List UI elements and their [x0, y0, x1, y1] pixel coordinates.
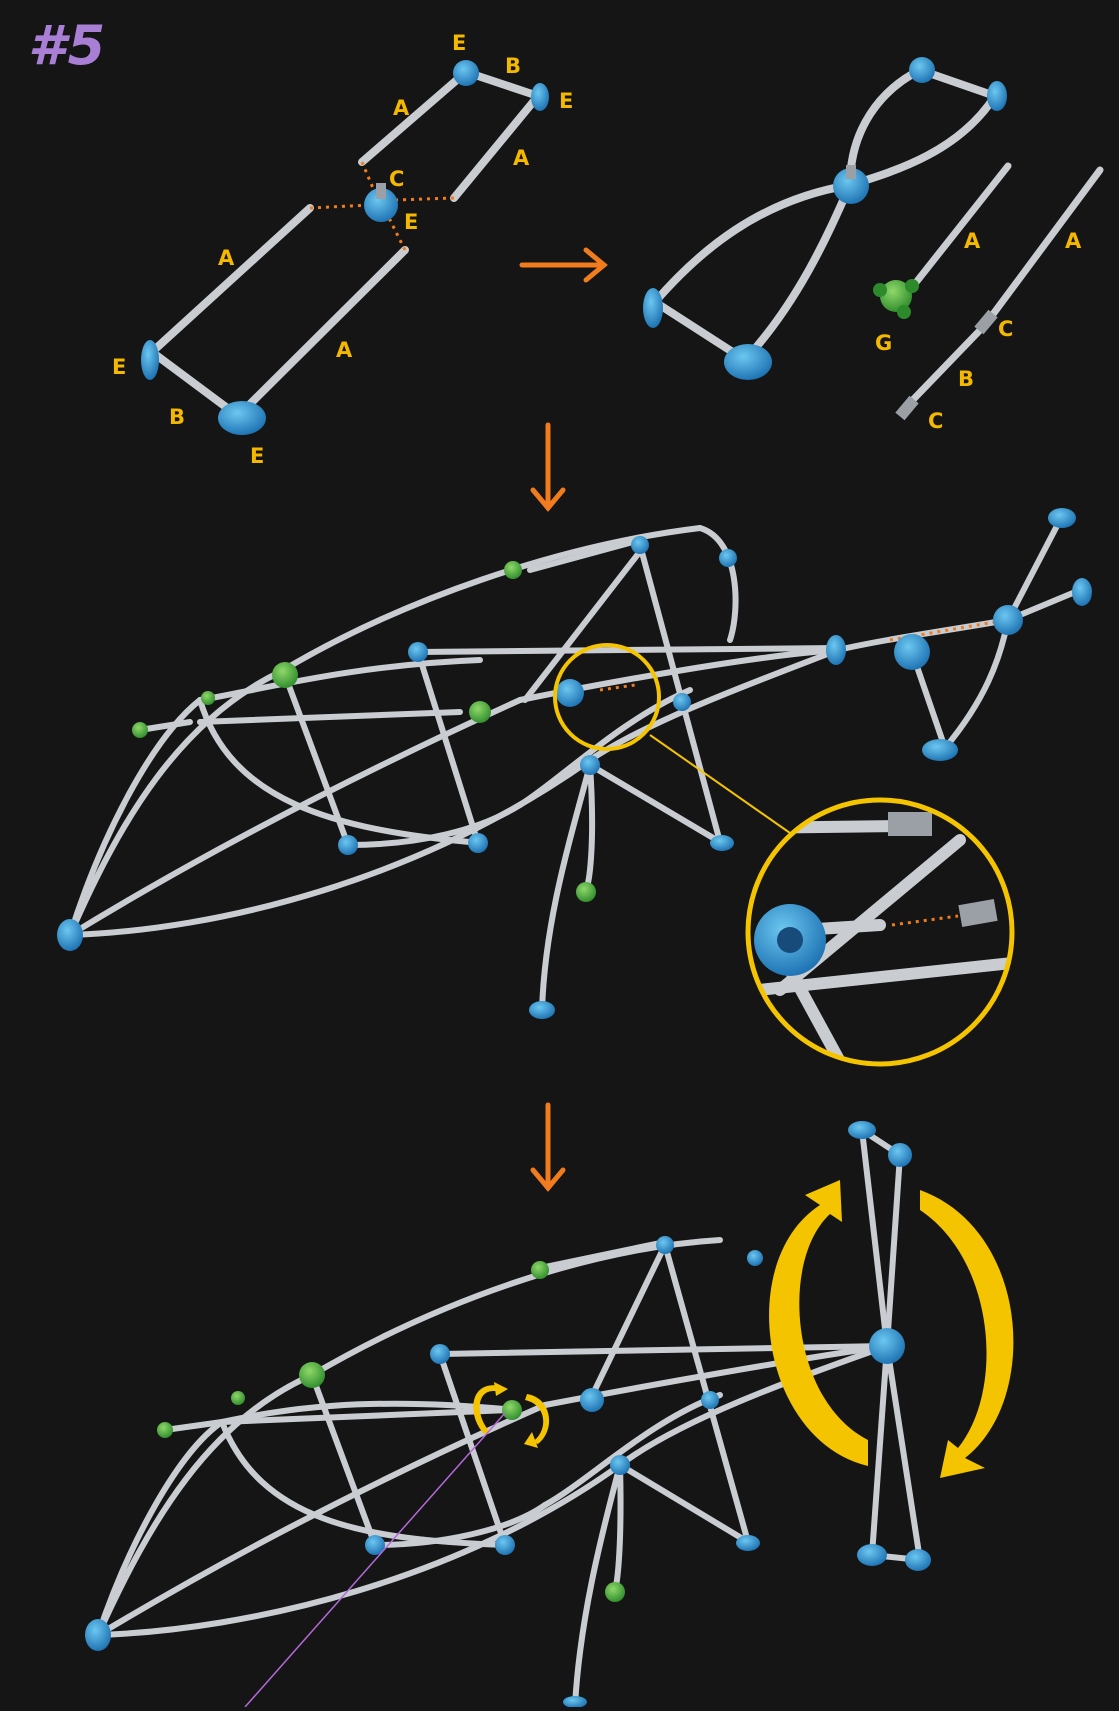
connector-blue: [993, 605, 1023, 635]
connector-blue: [338, 835, 358, 855]
loose-parts: A A G C B C: [873, 166, 1100, 433]
connector-blue: [736, 1535, 760, 1551]
svg-text:E: E: [452, 31, 466, 55]
connector-blue: [905, 1549, 931, 1571]
connector-blue: [710, 835, 734, 851]
connector-green: [469, 701, 491, 723]
connector-blue: [724, 344, 772, 380]
arrow-right-icon: [522, 250, 604, 280]
connector-blue: [894, 634, 930, 670]
svg-text:A: A: [1065, 229, 1082, 253]
connector-c: [376, 183, 386, 199]
connector-blue: [556, 679, 584, 707]
magnifier-ring-icon: [555, 645, 1040, 1080]
connector-blue: [719, 549, 737, 567]
connector-blue: [848, 1121, 876, 1139]
connector-blue: [673, 693, 691, 711]
connector-e: [453, 60, 479, 86]
svg-text:E: E: [404, 210, 418, 234]
connector-green: [272, 662, 298, 688]
svg-text:E: E: [250, 444, 264, 468]
rod-a: [985, 170, 1100, 325]
connector-c: [846, 165, 856, 179]
frame-assembly-top-left: E B E A A C E A A E B E: [112, 31, 573, 468]
connector-e: [531, 83, 549, 111]
svg-text:A: A: [218, 246, 235, 270]
connector-green: [576, 882, 596, 902]
svg-text:B: B: [169, 405, 185, 429]
connector-blue: [580, 755, 600, 775]
connector-blue: [987, 81, 1007, 111]
connector-green: [132, 722, 148, 738]
whale-frame-middle: [57, 508, 1092, 1080]
rod-a: [910, 166, 1008, 290]
svg-text:A: A: [964, 229, 981, 253]
svg-text:A: A: [336, 338, 353, 362]
leader-line: [245, 1413, 505, 1707]
connector-blue: [1072, 578, 1092, 606]
arrow-down-icon: [533, 425, 563, 508]
connector-green: [502, 1400, 522, 1420]
svg-text:B: B: [958, 367, 974, 391]
svg-text:A: A: [513, 146, 530, 170]
connector-blue: [826, 635, 846, 665]
connector-e: [218, 401, 266, 435]
svg-text:E: E: [112, 355, 126, 379]
connector-blue: [701, 1391, 719, 1409]
connector-blue: [610, 1455, 630, 1475]
connector-blue: [495, 1535, 515, 1555]
connector-blue: [563, 1696, 587, 1707]
svg-text:C: C: [928, 409, 943, 433]
connector-g: [873, 279, 919, 319]
connector-green: [299, 1362, 325, 1388]
connector-blue: [643, 288, 663, 328]
connector-blue: [888, 1143, 912, 1167]
connector-blue: [631, 536, 649, 554]
connector-green: [157, 1422, 173, 1438]
connector-blue: [529, 1001, 555, 1019]
connector-blue: [85, 1619, 111, 1651]
svg-text:E: E: [559, 89, 573, 113]
step-number: #5: [28, 14, 107, 77]
connector-blue: [869, 1328, 905, 1364]
connector-e: [141, 340, 159, 380]
connector-green: [605, 1582, 625, 1602]
svg-text:G: G: [875, 331, 892, 355]
connector-green: [531, 1261, 549, 1279]
connector-blue: [408, 642, 428, 662]
connector-green: [504, 561, 522, 579]
svg-text:C: C: [998, 317, 1013, 341]
connector-blue: [468, 833, 488, 853]
svg-text:A: A: [393, 96, 410, 120]
connector-blue: [430, 1344, 450, 1364]
connector-green: [201, 691, 215, 705]
twisted-frame: [643, 57, 1007, 380]
connector-green: [231, 1391, 245, 1405]
connector-blue: [656, 1236, 674, 1254]
whale-frame-bottom: [85, 1121, 1013, 1707]
connector-blue: [747, 1250, 763, 1266]
svg-text:C: C: [389, 167, 404, 191]
connector-blue: [1048, 508, 1076, 528]
svg-text:B: B: [505, 54, 521, 78]
connector-blue: [922, 739, 958, 761]
arrow-down-icon: [533, 1105, 563, 1188]
connector-blue: [57, 919, 83, 951]
connector-blue: [580, 1388, 604, 1412]
connector-blue: [909, 57, 935, 83]
connector-blue: [857, 1544, 887, 1566]
